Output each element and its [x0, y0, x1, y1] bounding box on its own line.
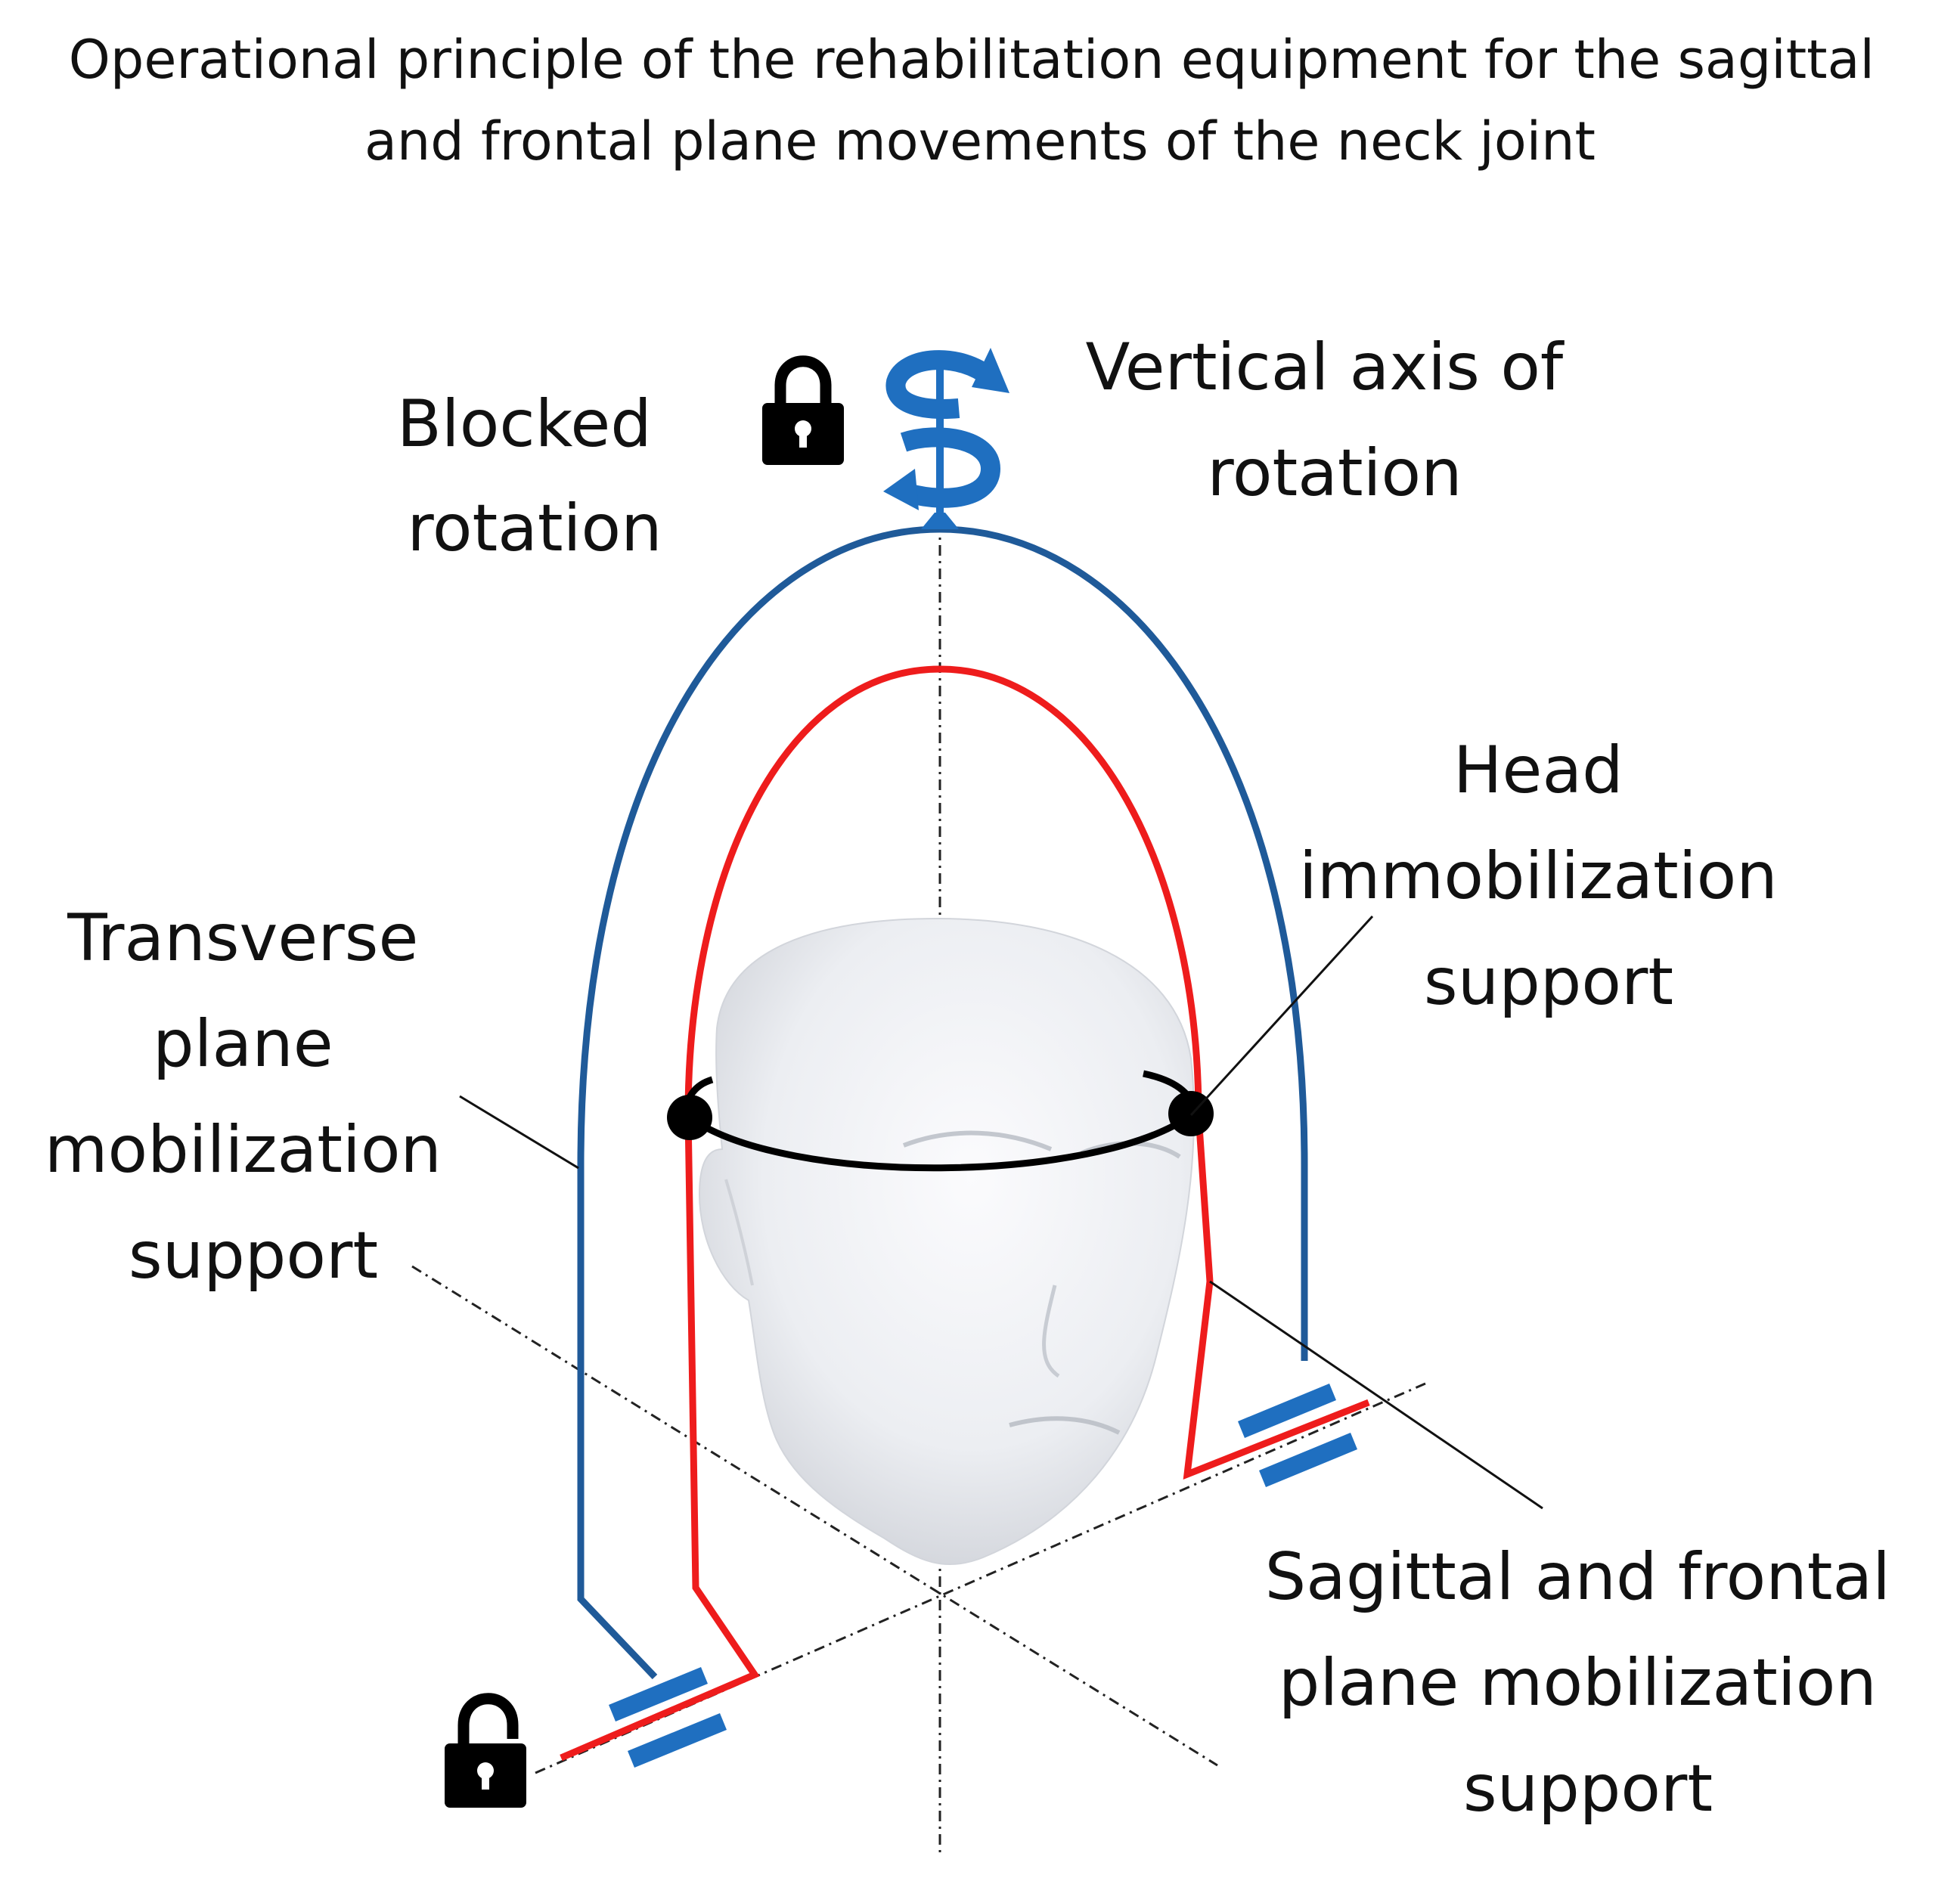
right-bearing-lower: [1259, 1433, 1357, 1487]
left-bearing-lower: [628, 1713, 727, 1768]
diagonal-axis-line: [411, 1265, 1218, 1767]
title-line-2: and frontal plane movements of the neck …: [364, 110, 1596, 172]
left-head-joint: [667, 1095, 712, 1140]
sagittal-frontal-mobilization-label: Sagittal and frontal plane mobilization …: [1265, 1539, 1912, 1827]
outer-rotation-frame: [577, 525, 1308, 1680]
head-support-leader-line: [1189, 915, 1374, 1117]
reference-axes: [411, 522, 1426, 1856]
rotation-arrows-icon: [883, 348, 1009, 529]
inner-mobilization-frame: [560, 665, 1370, 1762]
diagram-title: Operational principle of the rehabilitat…: [69, 29, 1891, 172]
leader-lines: [459, 915, 1543, 1510]
title-line-1: Operational principle of the rehabilitat…: [69, 29, 1875, 91]
right-bearing-upper: [1238, 1384, 1336, 1438]
left-bearing-upper: [609, 1667, 708, 1722]
blocked-rotation-label: Blocked rotation: [397, 386, 672, 566]
transverse-mobilization-label: Transverse plane mobilization support: [45, 900, 463, 1294]
padlock-open-icon: [445, 1693, 526, 1808]
head-immobilization-label: Head immobilization support: [1299, 733, 1798, 1020]
sagittal-leader-line: [1209, 1280, 1543, 1510]
padlock-closed-icon: [762, 355, 844, 465]
transverse-leader-line: [459, 1095, 579, 1170]
vertical-axis-label: Vertical axis of rotation: [1085, 330, 1583, 511]
horizontal-axis-line: [535, 1382, 1426, 1774]
head-model: [698, 917, 1195, 1566]
bearings: [609, 1384, 1357, 1768]
